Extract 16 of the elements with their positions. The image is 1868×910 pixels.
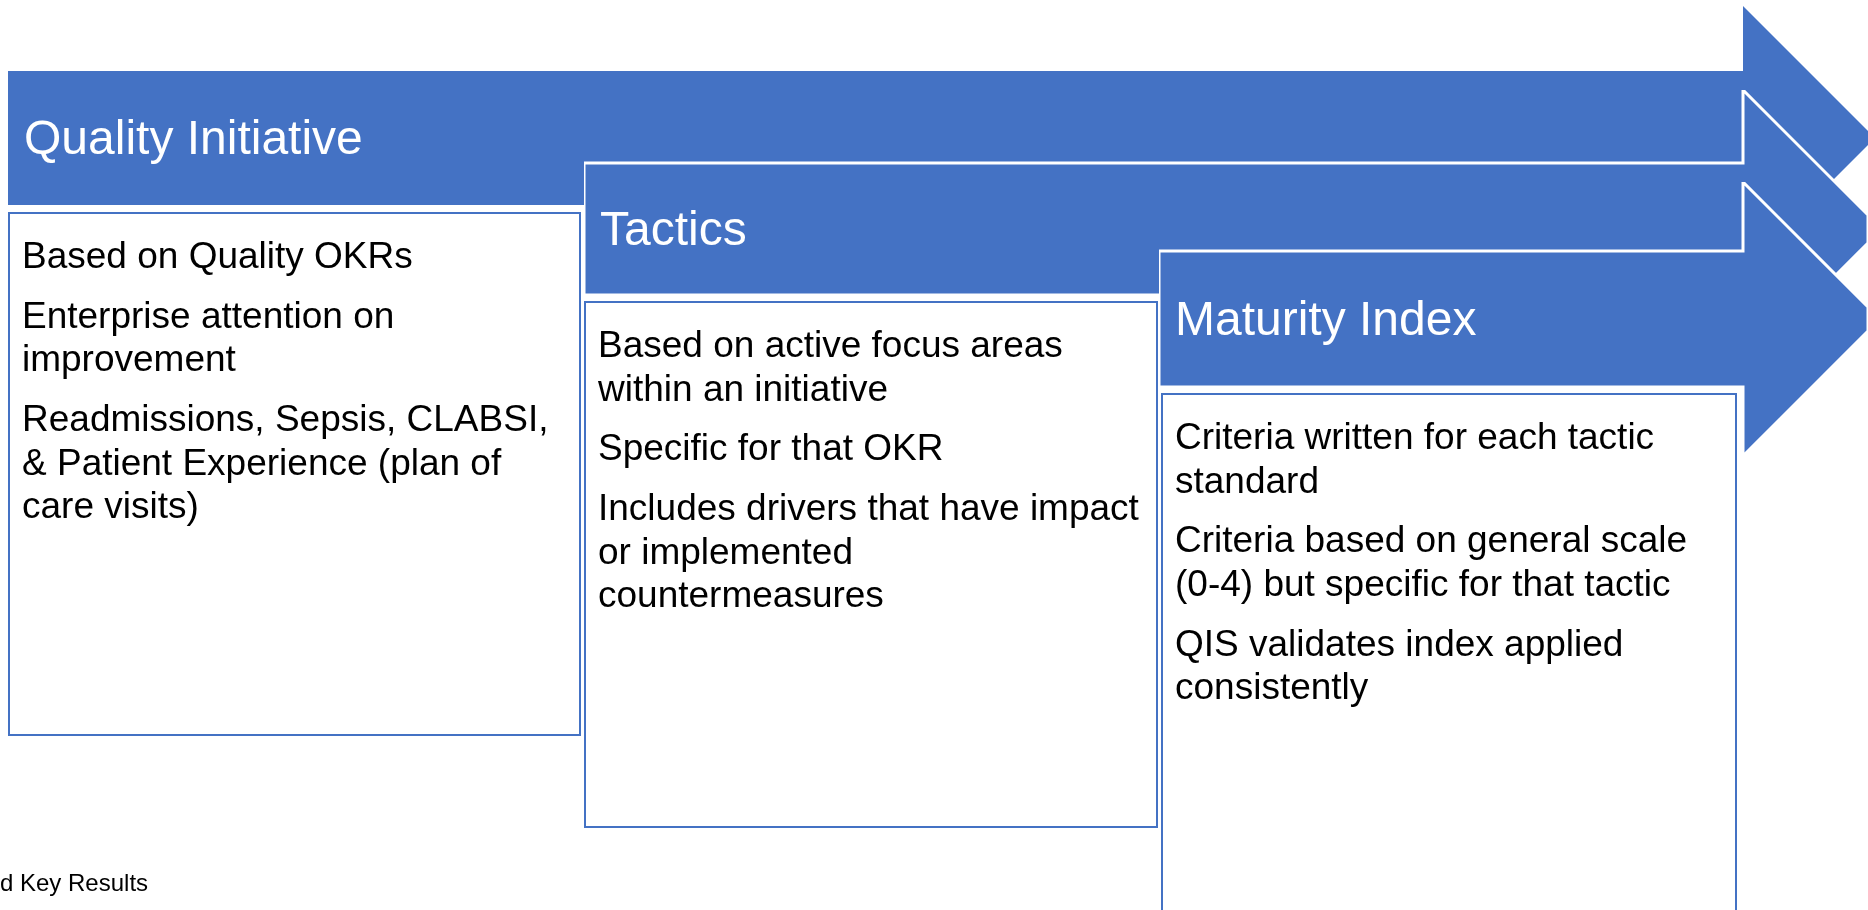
text-box: [1161, 393, 1737, 910]
bullet-text: Specific for that OKR: [598, 426, 945, 470]
text-box: [584, 301, 1158, 828]
bullet-text: Criteria based on general scale (0-4) but specific for that tactic: [1175, 518, 1689, 606]
arrow-heading: Quality Initiative: [24, 110, 363, 166]
bullet-text: Based on active focus areas within an initiative: [598, 323, 1064, 411]
bullet-text: Readmissions, Sepsis, CLABSI, & Patient Experience (plan of care visits): [22, 396, 550, 528]
arrow-heading: Maturity Index: [1175, 291, 1477, 347]
bullet-text: Based on Quality OKRs: [22, 234, 414, 278]
bullet-text: Includes drivers that have impact or implemented countermeasures: [598, 485, 1140, 617]
arrow-heading: Tactics: [600, 201, 747, 257]
text-box: [8, 212, 581, 736]
footnote-text: d Key Results: [0, 868, 149, 898]
bullet-text: Enterprise attention on improvement: [22, 293, 396, 381]
bullet-text: Criteria written for each tactic standard: [1175, 415, 1656, 503]
bullet-text: QIS validates index applied consistently: [1175, 621, 1625, 709]
